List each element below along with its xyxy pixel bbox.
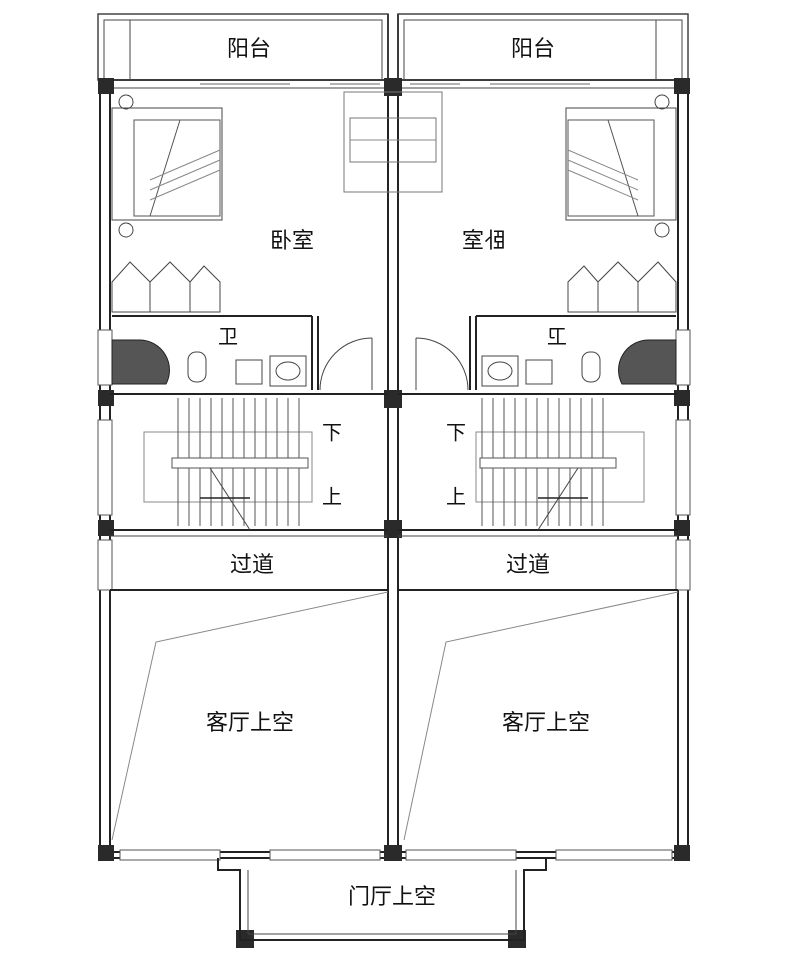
label-balcony-right: 阳台 [511, 37, 555, 62]
stair-left [110, 393, 388, 531]
label-living-void-left: 客厅上空 [206, 711, 294, 736]
balconies [97, 13, 689, 81]
exterior-walls [99, 14, 689, 859]
label-entrance-void: 门厅上空 [348, 885, 436, 910]
side-windows [97, 329, 691, 591]
columns [98, 78, 690, 948]
label-bathroom-right: 卫 [547, 325, 567, 349]
wardrobe-left [111, 261, 312, 317]
label-balcony-left: 阳台 [227, 37, 271, 62]
label-corridor-right: 过道 [506, 553, 550, 578]
bathroom-right-fixtures [415, 316, 677, 391]
label-stair-down-left: 下 [322, 421, 342, 445]
corridor-lines [110, 535, 678, 591]
bed-left [111, 94, 223, 238]
bathroom-left-fixtures [111, 316, 373, 391]
label-stair-up-right: 上 [446, 485, 466, 509]
label-corridor-left: 过道 [230, 553, 274, 578]
label-stair-down-right: 下 [446, 421, 466, 445]
void-diagonals [111, 591, 679, 841]
stair-right [398, 393, 678, 531]
bottom-windows [119, 849, 673, 861]
label-bedroom-left: 卧室 [270, 229, 314, 254]
label-stair-up-left: 上 [322, 485, 342, 509]
label-living-void-right: 客厅上空 [502, 711, 590, 736]
label-bathroom-left: 卫 [218, 325, 238, 349]
label-bedroom-right: 卧室 [462, 229, 506, 254]
bed-right [565, 94, 677, 238]
entrance-porch [217, 858, 547, 941]
center-cabinet [343, 91, 443, 193]
wardrobe-right [476, 261, 677, 317]
